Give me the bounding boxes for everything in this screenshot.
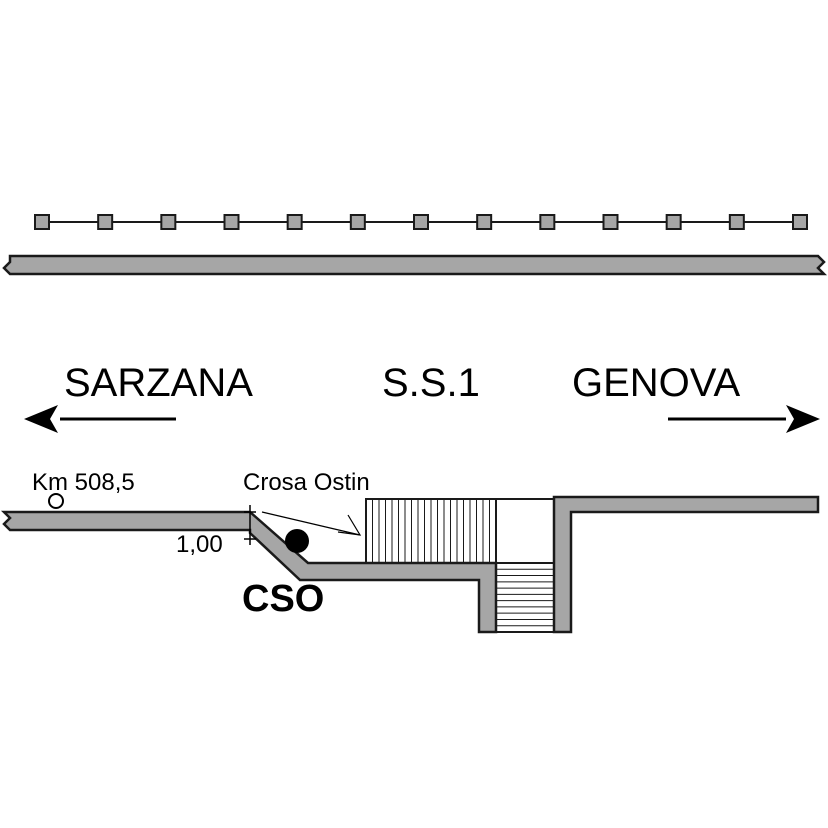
right-destination-label: GENOVA: [572, 361, 741, 405]
fence-post: [34, 214, 50, 230]
fence-post: [349, 214, 366, 230]
drop-height-label: 1,00: [176, 531, 223, 558]
km-marker-label: Km 508,5: [32, 469, 135, 496]
left-destination-label: SARZANA: [64, 361, 253, 405]
culvert-chamber: [495, 498, 555, 564]
fence-post: [476, 214, 493, 230]
fence: [34, 214, 808, 230]
cso-label: CSO: [242, 578, 324, 620]
km-marker-icon: [48, 493, 64, 509]
culvert-hatch-vertical: [365, 498, 497, 564]
road-band: [2, 254, 828, 276]
channel-wall-right: [552, 495, 820, 634]
culvert-hatch-horizontal: [495, 562, 555, 633]
drop-dimension: [244, 505, 256, 545]
channel-wall-left: [0, 510, 498, 634]
fence-post: [223, 214, 240, 230]
fence-post: [602, 214, 619, 230]
fence-post: [665, 214, 682, 230]
fence-post: [286, 214, 303, 230]
fence-post: [97, 214, 114, 230]
stream-leader-arrow: [261, 511, 362, 536]
fence-post: [539, 214, 556, 230]
fence-post: [728, 214, 745, 230]
arrow-left-icon: [24, 405, 176, 433]
road-name-label: S.S.1: [382, 361, 480, 405]
cso-outfall-icon: [285, 529, 309, 553]
fence-post: [160, 214, 177, 230]
fence-post: [792, 214, 808, 230]
arrow-right-icon: [668, 405, 820, 433]
fence-posts: [34, 214, 808, 230]
fence-post: [413, 214, 429, 230]
stream-name-label: Crosa Ostin: [243, 469, 370, 496]
